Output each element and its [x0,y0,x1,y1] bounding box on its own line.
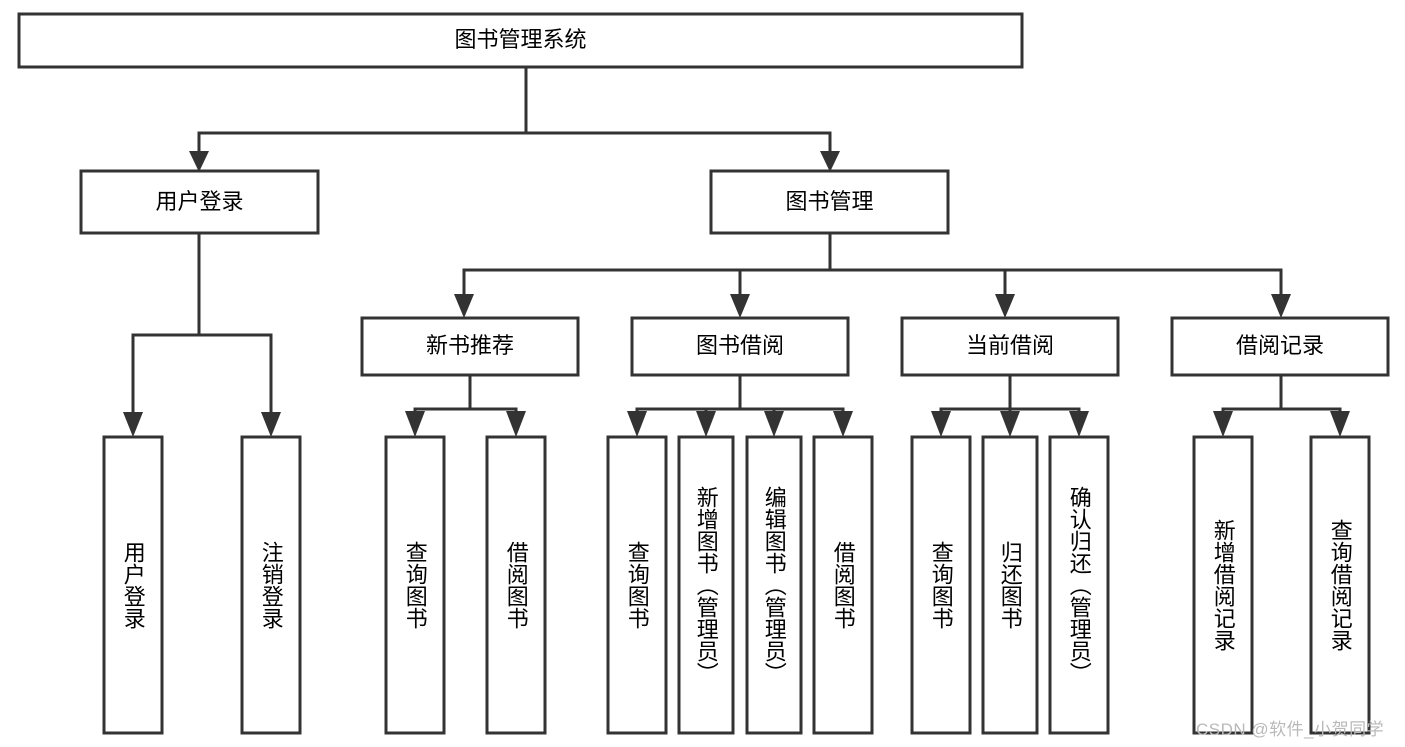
node-box-leaf-add-book[interactable] [677,435,735,735]
arrow-head-borrow-record [1271,294,1291,318]
arrow-head-leaf-edit-book [764,411,784,437]
arrow-head-current-borrow [995,294,1015,318]
node-box-leaf-edit-book[interactable] [745,435,803,735]
node-box-book-borrow[interactable] [630,316,850,377]
node-box-leaf-logout-login[interactable] [240,435,302,735]
arrow-head-leaf-return-book [1000,411,1020,437]
node-box-leaf-borrow-book-1[interactable] [485,435,547,735]
node-box-leaf-user-login[interactable] [102,435,164,735]
node-box-new-book-recommend[interactable] [360,316,580,377]
node-box-leaf-add-record[interactable] [1192,435,1254,735]
node-box-leaf-query-book-2[interactable] [606,435,668,735]
node-box-leaf-borrow-book-2[interactable] [812,435,874,735]
node-box-leaf-query-book-1[interactable] [384,435,446,735]
csdn-watermark: CSDN @软件_小贺同学 [1196,720,1385,739]
arrow-head-new-book-recommend [454,294,474,318]
node-box-leaf-return-book[interactable] [981,435,1039,735]
node-box-current-borrow[interactable] [900,316,1120,377]
arrow-head-user-login [189,151,209,172]
node-box-book-management[interactable] [709,169,950,235]
node-box-user-login[interactable] [79,169,320,235]
arrow-head-leaf-query-book-1 [405,411,425,437]
arrow-head-leaf-borrow-book-2 [833,411,853,437]
arrow-head-leaf-query-record [1330,411,1350,437]
arrow-head-leaf-add-book [696,411,716,437]
arrow-head-leaf-logout-login [261,412,281,437]
node-box-leaf-query-record[interactable] [1309,435,1371,735]
node-box-borrow-record[interactable] [1170,316,1390,377]
arrow-head-leaf-confirm-return [1069,411,1089,437]
arrow-head-leaf-query-book-2 [627,411,647,437]
arrow-head-leaf-user-login [123,412,143,437]
arrow-head-leaf-query-book-3 [931,411,951,437]
arrow-head-book-borrow [730,294,750,318]
node-box-root[interactable] [17,12,1024,69]
arrow-head-leaf-add-record [1213,411,1233,437]
arrow-head-book-management [820,151,840,172]
node-box-leaf-query-book-3[interactable] [910,435,972,735]
arrow-head-leaf-borrow-book-1 [506,411,526,437]
node-box-leaf-confirm-return[interactable] [1048,435,1110,735]
